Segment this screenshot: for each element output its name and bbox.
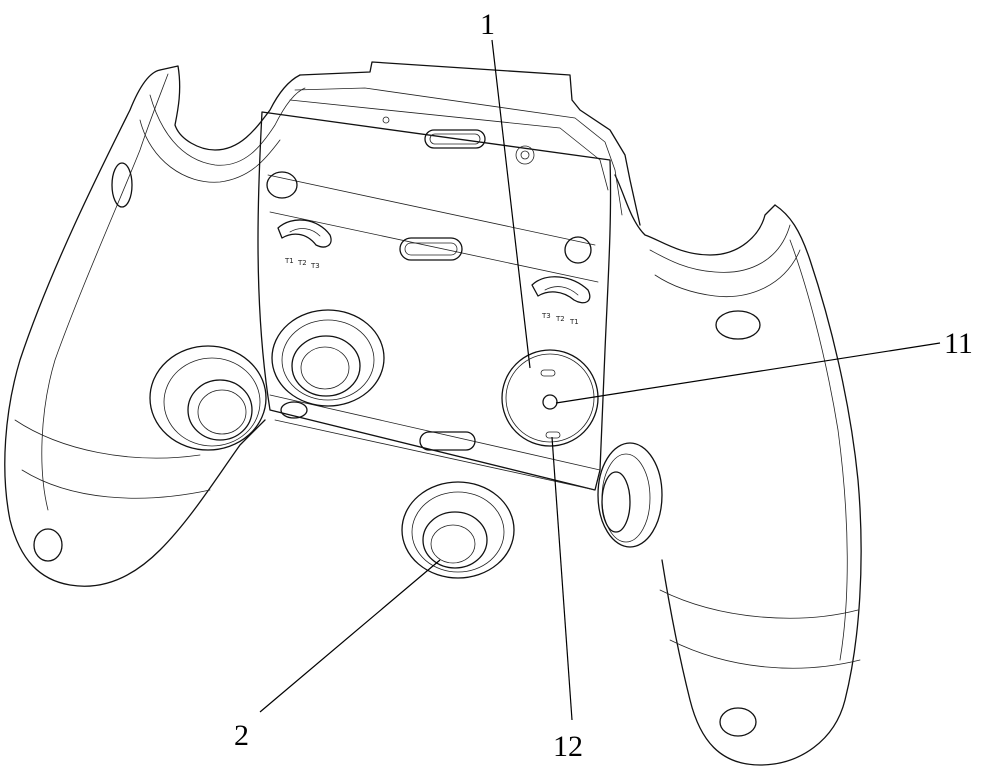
pad-bottom-slot [546, 432, 560, 438]
left-grip-outline [5, 70, 265, 586]
back-plate-lower-edge-2 [275, 420, 595, 490]
left-upper-knob [267, 172, 297, 198]
leader-1 [492, 40, 530, 368]
left-grip-inner-contour [42, 74, 168, 510]
leader-2 [260, 560, 440, 712]
ref-label-2: 2 [234, 719, 249, 752]
right-grip-band-2 [670, 640, 860, 668]
left-grip-bottom-hole [34, 529, 62, 561]
leader-11 [556, 343, 940, 403]
controller-shell [5, 62, 861, 765]
right-shoulder-rim [650, 225, 790, 272]
middle-slot-inner [405, 243, 457, 255]
top-bridge-inner-2 [290, 100, 608, 190]
right-shoulder-rim-2 [655, 250, 800, 297]
right-switch-mark-2: T2 [555, 315, 565, 323]
right-switch-mark-3: T1 [569, 318, 579, 326]
top-bridge-inner [295, 88, 622, 215]
right-grip-band [660, 590, 858, 618]
front-joystick [402, 482, 514, 578]
pad-top-slot [541, 370, 555, 376]
right-mode-switch: T3 T2 T1 [532, 277, 590, 326]
right-side-joystick [598, 443, 662, 547]
back-plate-upper-crease [268, 175, 595, 245]
right-shoulder-hole [716, 311, 760, 339]
left-mode-switch: T1 T2 T3 [278, 220, 331, 270]
left-grip-band-2 [22, 470, 210, 498]
screw-boss-inner [521, 151, 529, 159]
grip-holes [34, 163, 760, 736]
circular-pad [502, 350, 598, 446]
left-shoulder [160, 66, 300, 150]
ref-label-1: 1 [480, 8, 495, 41]
right-shoulder [615, 175, 775, 255]
ref-label-11: 11 [944, 327, 973, 360]
right-grip-inner-contour [790, 240, 847, 660]
right-upper-knob [565, 237, 591, 263]
bottom-slot [420, 432, 475, 450]
right-switch-mark-1: T3 [541, 312, 551, 320]
left-inner-joystick [272, 310, 384, 406]
screw-hole-top [383, 117, 389, 123]
back-plate: T1 T2 T3 T3 T2 T1 [258, 112, 611, 490]
back-plate-outline [258, 112, 611, 490]
left-outer-joystick [150, 346, 266, 450]
ref-label-12: 12 [553, 730, 583, 763]
middle-slot [400, 238, 462, 260]
right-grip-bottom-hole [720, 708, 756, 736]
left-switch-mark-2: T2 [297, 259, 307, 267]
left-switch-mark-3: T3 [310, 262, 320, 270]
leader-12 [552, 437, 572, 720]
left-shoulder-hole [112, 163, 132, 207]
left-shoulder-rim [150, 88, 305, 165]
pad-center-hole [543, 395, 557, 409]
left-switch-mark-1: T1 [284, 257, 294, 265]
top-bridge-outer [300, 62, 640, 225]
